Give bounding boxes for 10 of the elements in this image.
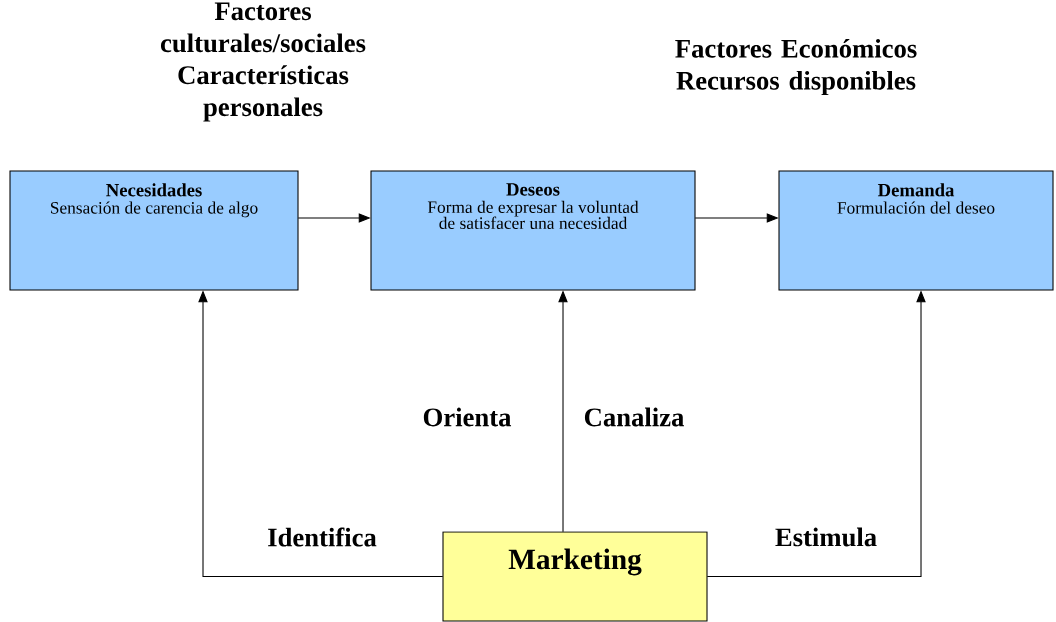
label: Factores culturales/sociales Características personales (160, 2, 366, 122)
label: Factores Económicos Recursos disponibles (675, 38, 917, 96)
text-box: Deseos Forma de expresar la voluntad de satisfacer una necesidad (370, 170, 696, 291)
text-box: Demanda Formulación del deseo (778, 170, 1054, 291)
label: Orienta (423, 407, 512, 427)
edge-label: Identifica (265, 526, 379, 548)
label: Canaliza (584, 407, 684, 427)
text-box: Necesidades Sensación de carencia de algo (9, 170, 299, 291)
text-box: Marketing (442, 531, 708, 622)
edge-label: Estimula (773, 526, 879, 548)
